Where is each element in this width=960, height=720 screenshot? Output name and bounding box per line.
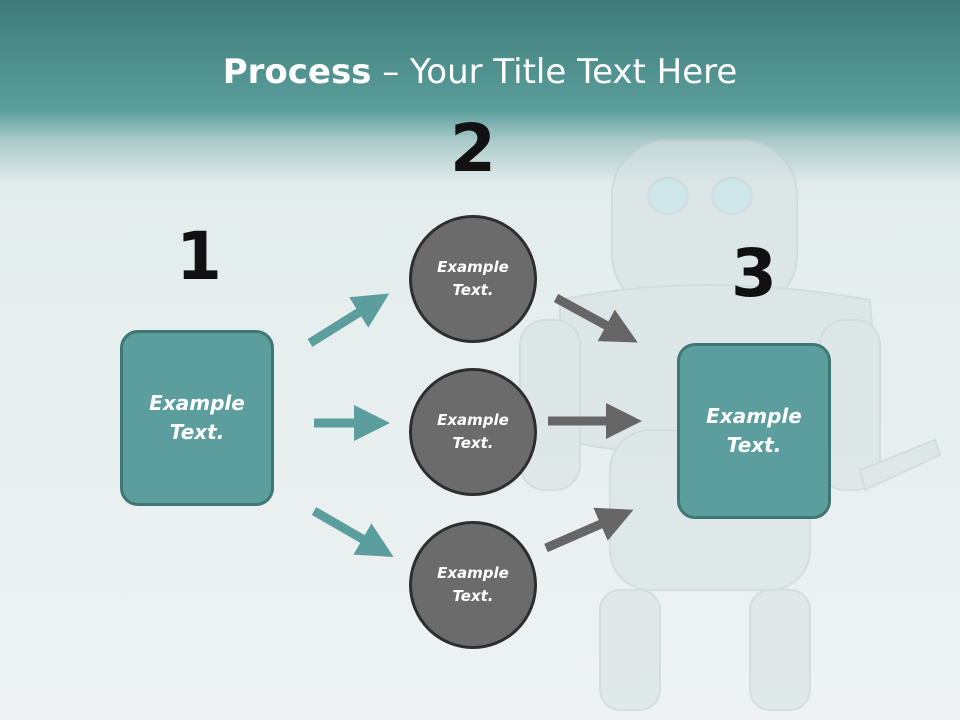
- step-number-3: 3: [731, 235, 777, 312]
- slide-title: Process – Your Title Text Here: [0, 52, 960, 92]
- step2-circle-top: Example Text.: [409, 215, 537, 343]
- step2-circle-text: Example Text.: [437, 564, 509, 605]
- step2-circle-middle: Example Text.: [409, 368, 537, 496]
- arrow-bottom-to-step3: [544, 507, 634, 553]
- step3-box: Example Text.: [677, 343, 831, 519]
- title-bold: Process: [222, 52, 372, 92]
- step1-box: Example Text.: [120, 330, 274, 506]
- step2-circle-text: Example Text.: [437, 411, 509, 452]
- title-rest: – Your Title Text Here: [371, 52, 738, 92]
- step2-circle-bottom: Example Text.: [409, 521, 537, 649]
- arrow-step1-to-bottom: [311, 507, 394, 558]
- step-number-2: 2: [450, 110, 496, 187]
- arrow-step1-to-top: [307, 293, 390, 347]
- step2-circle-text: Example Text.: [437, 258, 509, 299]
- step3-text: Example Text.: [706, 404, 802, 457]
- arrow-top-to-step3: [553, 294, 638, 343]
- step-number-1: 1: [176, 218, 222, 295]
- step1-text: Example Text.: [149, 391, 245, 444]
